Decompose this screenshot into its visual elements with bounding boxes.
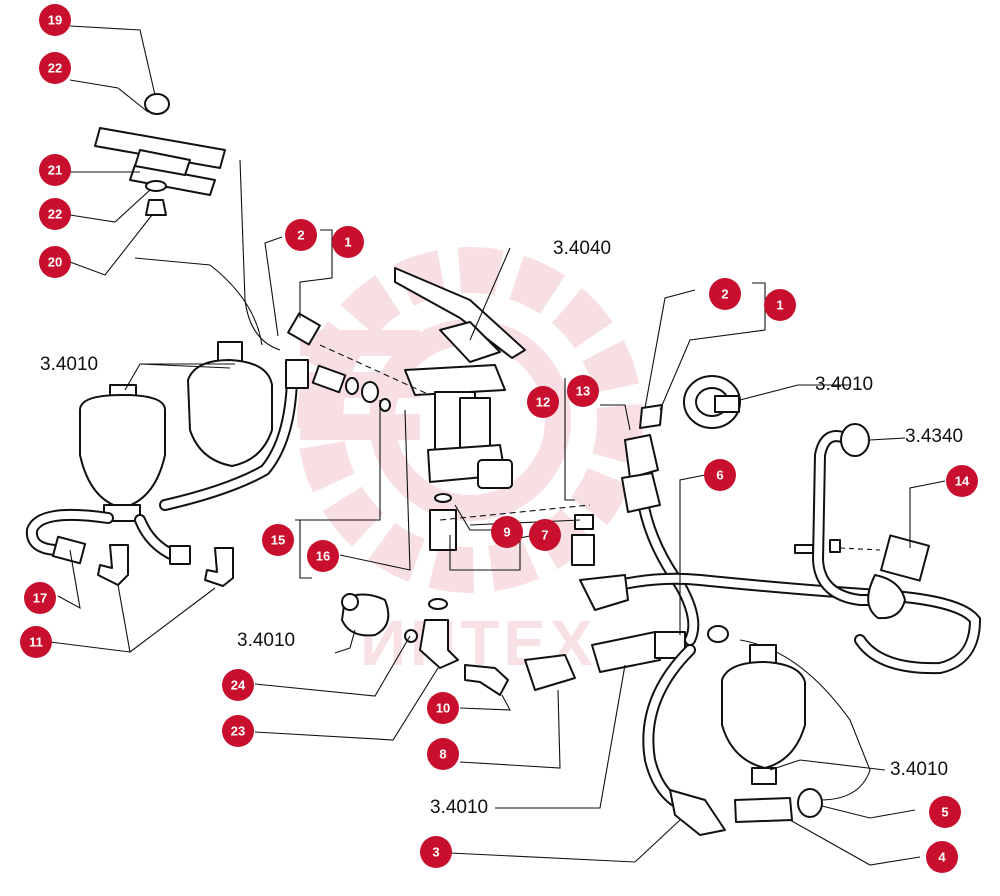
callout-2-left[interactable]: 2 bbox=[285, 219, 317, 251]
svg-text:13: 13 bbox=[576, 384, 590, 399]
assembly-label-3-4010-left: 3.4010 bbox=[40, 354, 98, 375]
callout-6[interactable]: 6 bbox=[704, 459, 736, 491]
callout-2-right[interactable]: 2 bbox=[709, 278, 741, 310]
svg-text:6: 6 bbox=[716, 468, 723, 483]
svg-text:24: 24 bbox=[231, 678, 246, 693]
svg-text:15: 15 bbox=[271, 533, 285, 548]
accumulator-left-rear bbox=[187, 341, 273, 467]
callout-13[interactable]: 13 bbox=[567, 375, 599, 407]
callout-23[interactable]: 23 bbox=[222, 715, 254, 747]
callout-19[interactable]: 19 bbox=[39, 4, 71, 36]
svg-text:22: 22 bbox=[48, 207, 62, 222]
callout-8[interactable]: 8 bbox=[427, 738, 459, 770]
svg-text:2: 2 bbox=[721, 287, 728, 302]
assembly-label-3-4010-filter: 3.4010 bbox=[430, 797, 488, 818]
accumulator-left-front bbox=[79, 384, 166, 522]
callout-10[interactable]: 10 bbox=[427, 692, 459, 724]
svg-text:12: 12 bbox=[536, 395, 550, 410]
svg-text:7: 7 bbox=[541, 528, 548, 543]
svg-text:17: 17 bbox=[33, 591, 47, 606]
svg-text:3: 3 bbox=[432, 845, 439, 860]
svg-text:1: 1 bbox=[344, 235, 351, 250]
callout-24[interactable]: 24 bbox=[222, 669, 254, 701]
svg-text:4: 4 bbox=[938, 850, 946, 865]
assembly-label-3-4340: 3.4340 bbox=[905, 426, 963, 447]
callout-14[interactable]: 14 bbox=[946, 465, 978, 497]
callout-5[interactable]: 5 bbox=[929, 796, 961, 828]
callout-22-lower[interactable]: 22 bbox=[39, 198, 71, 230]
leader-lines bbox=[49, 25, 946, 866]
fitting-11-right bbox=[204, 547, 234, 587]
callout-7[interactable]: 7 bbox=[529, 519, 561, 551]
svg-text:10: 10 bbox=[436, 701, 450, 716]
fittings-15-16 bbox=[285, 312, 431, 412]
fittings-lower-center bbox=[341, 593, 686, 696]
pipe-assembly-3-4340 bbox=[794, 423, 930, 620]
assembly-label-3-4010-switch: 3.4010 bbox=[815, 374, 873, 395]
svg-text:22: 22 bbox=[48, 61, 62, 76]
callout-9[interactable]: 9 bbox=[491, 516, 523, 548]
svg-text:20: 20 bbox=[48, 255, 62, 270]
callout-15[interactable]: 15 bbox=[262, 524, 294, 556]
callout-16[interactable]: 16 bbox=[307, 540, 339, 572]
svg-text:2: 2 bbox=[297, 228, 304, 243]
callout-21[interactable]: 21 bbox=[39, 154, 71, 186]
svg-text:8: 8 bbox=[439, 747, 446, 762]
fitting-11-left bbox=[97, 544, 129, 586]
assembly-label-3-4010-accumulator: 3.4010 bbox=[890, 759, 948, 780]
svg-text:5: 5 bbox=[941, 805, 948, 820]
callout-12[interactable]: 12 bbox=[527, 386, 559, 418]
svg-text:11: 11 bbox=[29, 635, 43, 650]
hose-left-group bbox=[25, 159, 298, 565]
svg-text:14: 14 bbox=[955, 474, 970, 489]
assembly-label-3-4010-sensor: 3.4010 bbox=[237, 630, 295, 651]
callout-22-upper[interactable]: 22 bbox=[39, 52, 71, 84]
inline-filter bbox=[439, 504, 591, 521]
svg-text:19: 19 bbox=[48, 13, 62, 28]
svg-text:23: 23 bbox=[231, 724, 245, 739]
callout-11[interactable]: 11 bbox=[20, 626, 52, 658]
callout-17[interactable]: 17 bbox=[24, 582, 56, 614]
brake-valve-assembly bbox=[394, 267, 526, 610]
svg-text:1: 1 bbox=[776, 298, 783, 313]
svg-text:9: 9 bbox=[503, 525, 510, 540]
callout-3[interactable]: 3 bbox=[420, 836, 452, 868]
svg-text:21: 21 bbox=[48, 163, 62, 178]
accumulator-right bbox=[669, 644, 823, 836]
callout-1-right[interactable]: 1 bbox=[764, 289, 796, 321]
assembly-label-3-4040: 3.4040 bbox=[553, 238, 611, 259]
callout-4[interactable]: 4 bbox=[926, 841, 958, 873]
hose-clamp-assembly bbox=[94, 93, 226, 216]
svg-text:16: 16 bbox=[316, 549, 330, 564]
callout-20[interactable]: 20 bbox=[39, 246, 71, 278]
pressure-switch bbox=[683, 375, 741, 429]
callout-1-left[interactable]: 1 bbox=[332, 226, 364, 258]
